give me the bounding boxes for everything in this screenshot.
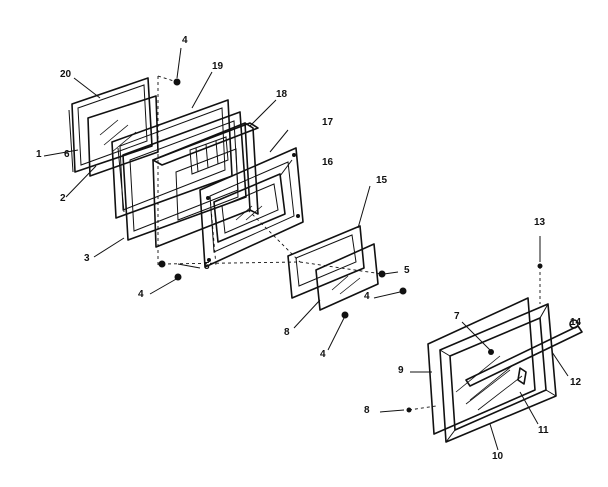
small-window-glass-part-6	[315, 243, 379, 311]
window-glass-part-2	[87, 95, 159, 177]
leader-lines	[43, 47, 569, 451]
callout-18: 18	[276, 89, 288, 100]
callout-15: 15	[376, 175, 388, 186]
callout-19: 19	[212, 61, 224, 72]
callout-14: 14	[570, 317, 582, 328]
callout-5-right: 5	[404, 265, 410, 276]
callout-8-door: 8	[364, 405, 370, 416]
callout-13: 13	[534, 217, 546, 228]
handle-spacer-part-14	[517, 367, 527, 385]
callout-4-right: 4	[364, 291, 370, 302]
assembly-lines	[157, 75, 541, 411]
inner-panel-part-17	[199, 147, 304, 268]
callout-8-window: 8	[284, 327, 290, 338]
inner-frame-part-19	[111, 99, 233, 219]
rear-panel-part-20	[68, 77, 153, 173]
callout-1: 1	[36, 149, 42, 160]
window-assembly-part-16	[213, 173, 286, 243]
callout-16: 16	[322, 157, 334, 168]
screws	[158, 78, 543, 413]
callout-6: 6	[64, 149, 70, 160]
callout-11: 11	[538, 425, 549, 436]
callout-4-top: 4	[182, 35, 188, 46]
callout-5-left: 5	[204, 261, 210, 272]
small-window-frame-part-15	[287, 225, 365, 299]
callout-4-bottom: 4	[320, 349, 326, 360]
callout-2: 2	[60, 193, 66, 204]
callout-3: 3	[84, 253, 90, 264]
callout-10: 10	[492, 451, 504, 462]
callout-20: 20	[60, 69, 72, 80]
outer-frame-part-10	[439, 303, 557, 443]
callout-7: 7	[454, 311, 460, 322]
callout-12: 12	[570, 377, 582, 388]
callout-4-left: 4	[138, 289, 144, 300]
door-handle-part-12	[465, 319, 583, 387]
callout-17: 17	[322, 117, 334, 128]
insulation-block-part-18	[152, 122, 259, 248]
callout-9: 9	[398, 365, 404, 376]
